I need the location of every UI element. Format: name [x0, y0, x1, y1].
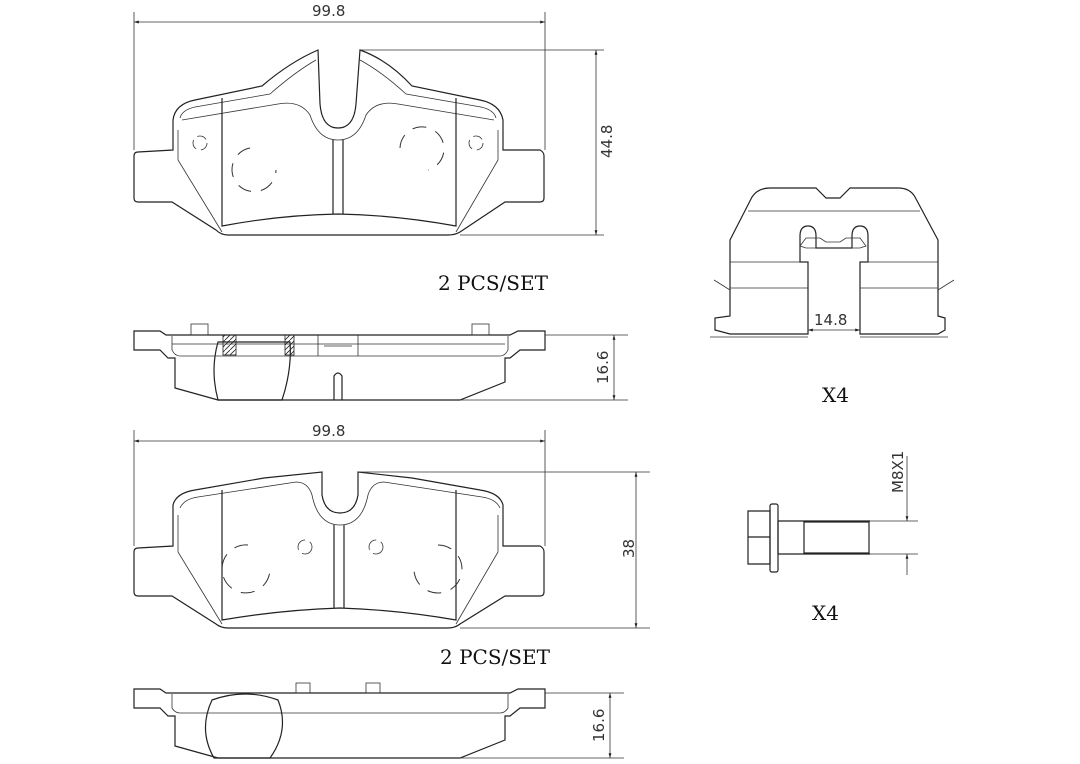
pad-2-thickness-dim: 16.6 [590, 709, 608, 742]
pad-2-front-view [133, 471, 545, 629]
pad-2-qty-label: 2 PCS/SET [440, 645, 551, 669]
bolt-thread-dim: M8X1 [889, 451, 907, 493]
clip-drawing [710, 187, 955, 338]
bolt-qty-label: X4 [812, 601, 839, 625]
pad-1-front-view [133, 49, 545, 236]
pad-1-dimensions [133, 12, 604, 236]
pad-2-height-dim: 38 [620, 539, 638, 558]
pad-2-side-view [133, 682, 546, 759]
pad-1-thickness-dim: 16.6 [594, 351, 612, 384]
bolt-drawing [747, 456, 918, 575]
pad-2-dimensions [133, 430, 650, 629]
pad-2-thickness-dimension [460, 692, 624, 759]
pad-2-width-dim: 99.8 [312, 422, 345, 440]
clip-qty-label: X4 [822, 383, 849, 407]
pad-1-qty-label: 2 PCS/SET [438, 271, 549, 295]
pad-1-thickness-dimension [460, 334, 628, 401]
pad-1-width-dim: 99.8 [312, 2, 345, 20]
pad-1-side-view [133, 323, 546, 401]
pad-1-height-dim: 44.8 [598, 125, 616, 158]
clip-gap-dim: 14.8 [814, 311, 847, 329]
